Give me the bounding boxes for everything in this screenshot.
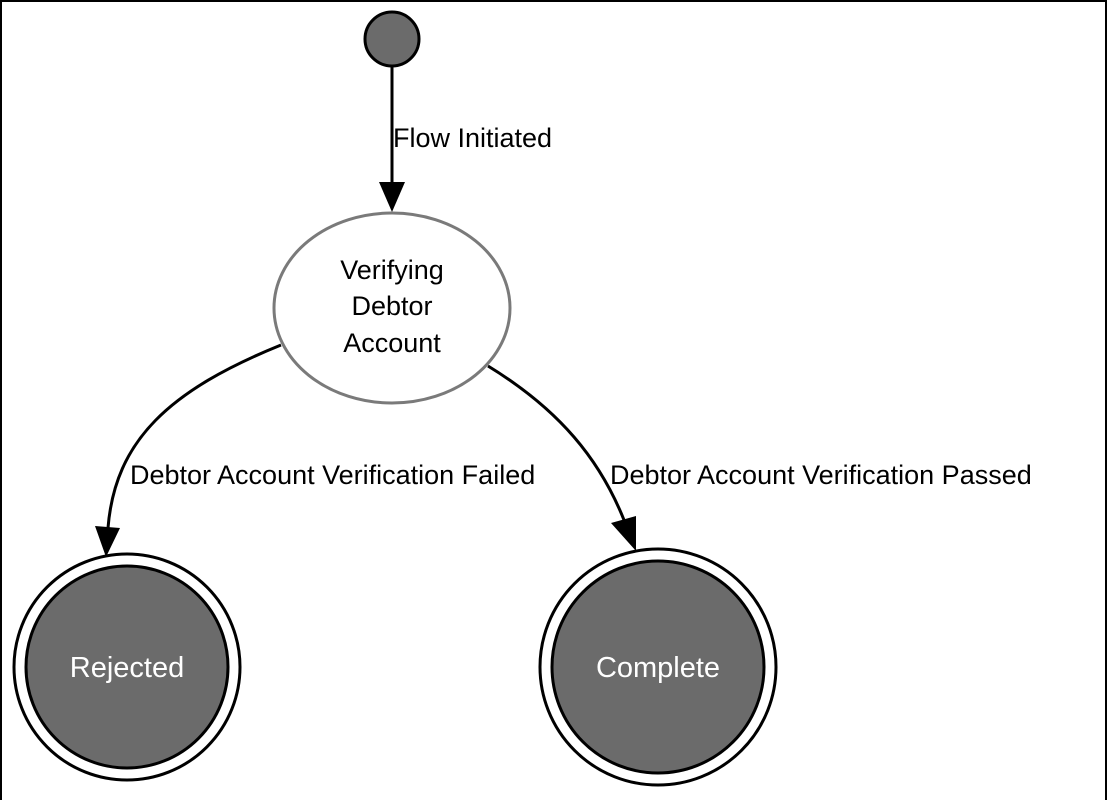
final-state-complete-inner bbox=[550, 559, 766, 775]
state-verifying-label-line1: Verifying bbox=[340, 255, 444, 285]
final-state-rejected[interactable]: Rejected bbox=[12, 552, 242, 782]
state-verifying-label-line3: Account bbox=[343, 328, 441, 358]
transition-verification-failed[interactable]: Debtor Account Verification Failed bbox=[95, 343, 535, 557]
transition-label-flow-initiated: Flow Initiated bbox=[393, 123, 552, 153]
transition-label-verification-failed: Debtor Account Verification Failed bbox=[130, 460, 535, 490]
edge-verification-passed bbox=[487, 364, 626, 521]
transition-verification-passed[interactable]: Debtor Account Verification Passed bbox=[487, 364, 1032, 551]
arrowhead-verification-passed bbox=[611, 516, 636, 551]
edge-verification-failed bbox=[106, 343, 282, 529]
transition-label-verification-passed: Debtor Account Verification Passed bbox=[610, 460, 1032, 490]
state-verifying-shape bbox=[272, 211, 512, 405]
final-state-rejected-label: Rejected bbox=[70, 652, 184, 684]
arrowhead-flow-initiated bbox=[379, 182, 405, 212]
transition-flow-initiated[interactable]: Flow Initiated bbox=[379, 66, 552, 212]
state-verifying-debtor-account[interactable]: Verifying Debtor Account bbox=[272, 211, 512, 405]
final-state-complete-label: Complete bbox=[596, 652, 720, 684]
arrowhead-verification-failed bbox=[95, 526, 120, 557]
final-state-complete[interactable]: Complete bbox=[538, 547, 778, 787]
state-verifying-label-line2: Debtor bbox=[351, 291, 432, 321]
final-state-rejected-inner bbox=[24, 564, 230, 770]
initial-state[interactable] bbox=[363, 10, 421, 68]
